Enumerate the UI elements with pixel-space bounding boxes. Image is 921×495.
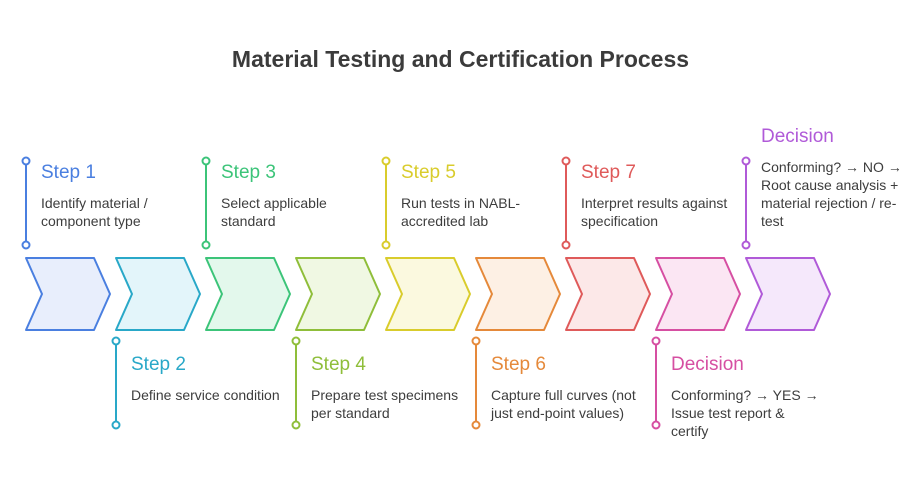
chevron-4 bbox=[295, 257, 381, 331]
step-heading-3: Step 3 bbox=[221, 162, 276, 183]
connector-dot-3-start bbox=[201, 156, 211, 166]
chevron-3 bbox=[205, 257, 291, 331]
step-heading-2: Step 2 bbox=[131, 354, 186, 375]
chevron-5 bbox=[385, 257, 471, 331]
step-heading-4: Step 4 bbox=[311, 354, 366, 375]
step-block-1: Step 1 Identify material / component type bbox=[41, 162, 191, 230]
step-heading-5: Step 5 bbox=[401, 162, 456, 183]
connector-dot-9-start bbox=[741, 156, 751, 166]
diagram-title: Material Testing and Certification Proce… bbox=[231, 46, 690, 72]
chevron-2 bbox=[115, 257, 201, 331]
connector-dot-1-start bbox=[21, 156, 31, 166]
step-block-6: Step 6 Capture full curves (not just end-… bbox=[491, 354, 641, 422]
connector-dot-6-start bbox=[471, 336, 481, 346]
connector-dot-8-end bbox=[651, 420, 661, 430]
connector-dot-5-end bbox=[381, 240, 391, 250]
connector-dot-1-end bbox=[21, 240, 31, 250]
step-description-9: Conforming? → NO → Root cause analysis +… bbox=[761, 159, 902, 229]
step-description-1: Identify material / component type bbox=[41, 195, 148, 229]
connector-dot-7-start bbox=[561, 156, 571, 166]
step-description-4: Prepare test specimens per standard bbox=[311, 387, 459, 421]
step-block-7: Step 7 Interpret results against specific… bbox=[581, 162, 731, 230]
chevron-1 bbox=[25, 257, 111, 331]
step-description-7: Interpret results against specification bbox=[581, 195, 728, 229]
step-block-2: Step 2 Define service condition bbox=[131, 354, 281, 404]
step-description-3: Select applicable standard bbox=[221, 195, 327, 229]
connector-dot-4-end bbox=[291, 420, 301, 430]
step-block-4: Step 4 Prepare test specimens per standar… bbox=[311, 354, 461, 422]
connector-dot-6-end bbox=[471, 420, 481, 430]
connector-dot-7-end bbox=[561, 240, 571, 250]
step-heading-8: Decision bbox=[671, 354, 744, 375]
step-block-5: Step 5 Run tests in NABL-accredited lab bbox=[401, 162, 551, 230]
step-description-8: Conforming? → YES → Issue test report & … bbox=[671, 387, 819, 439]
step-block-3: Step 3 Select applicable standard bbox=[221, 162, 371, 230]
chevron-9 bbox=[745, 257, 831, 331]
connector-dot-2-start bbox=[111, 336, 121, 346]
step-heading-6: Step 6 bbox=[491, 354, 546, 375]
connector-dot-5-start bbox=[381, 156, 391, 166]
chevron-7 bbox=[565, 257, 651, 331]
connector-dot-4-start bbox=[291, 336, 301, 346]
step-heading-1: Step 1 bbox=[41, 162, 96, 183]
step-heading-7: Step 7 bbox=[581, 162, 636, 183]
chevron-8 bbox=[655, 257, 741, 331]
step-description-6: Capture full curves (not just end-point … bbox=[491, 387, 636, 421]
connector-dot-8-start bbox=[651, 336, 661, 346]
step-description-2: Define service condition bbox=[131, 387, 280, 403]
step-description-5: Run tests in NABL-accredited lab bbox=[401, 195, 521, 229]
step-heading-9: Decision bbox=[761, 126, 834, 147]
connector-dot-9-end bbox=[741, 240, 751, 250]
connector-dot-2-end bbox=[111, 420, 121, 430]
connector-dot-3-end bbox=[201, 240, 211, 250]
chevron-6 bbox=[475, 257, 561, 331]
